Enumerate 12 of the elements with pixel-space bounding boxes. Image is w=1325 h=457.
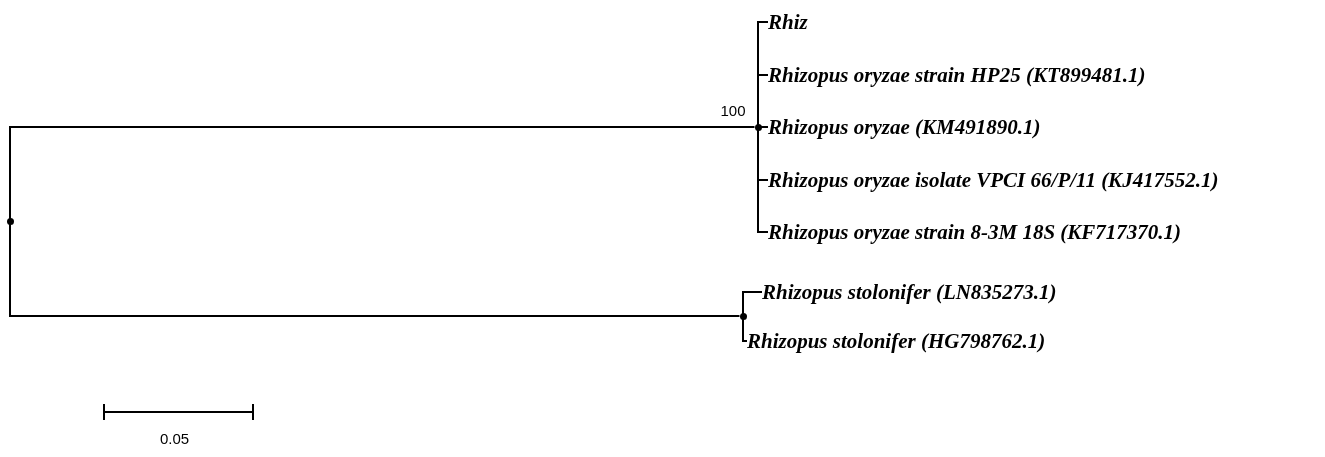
taxon-label: Rhiz	[768, 10, 808, 34]
scale-value: 0.05	[160, 430, 190, 448]
branch-node	[6, 217, 14, 225]
bootstrap-value: 100	[720, 101, 746, 120]
taxon-label: Rhizopus oryzae strain 8-3M 18S (KF717370.1)	[768, 220, 1182, 244]
taxon-label: Rhizopus oryzae isolate VPCI 66/P/11 (KJ417552.1)	[768, 168, 1219, 192]
taxon-label: Rhizopus oryzae (KM491890.1)	[768, 115, 1041, 139]
branch-node	[739, 312, 747, 320]
branch-node	[754, 123, 762, 131]
taxon-label: Rhizopus stolonifer (HG798762.1)	[747, 329, 1046, 353]
taxon-label: Rhizopus oryzae strain HP25 (KT899481.1)	[768, 63, 1146, 87]
taxon-label: Rhizopus stolonifer (LN835273.1)	[762, 280, 1057, 304]
